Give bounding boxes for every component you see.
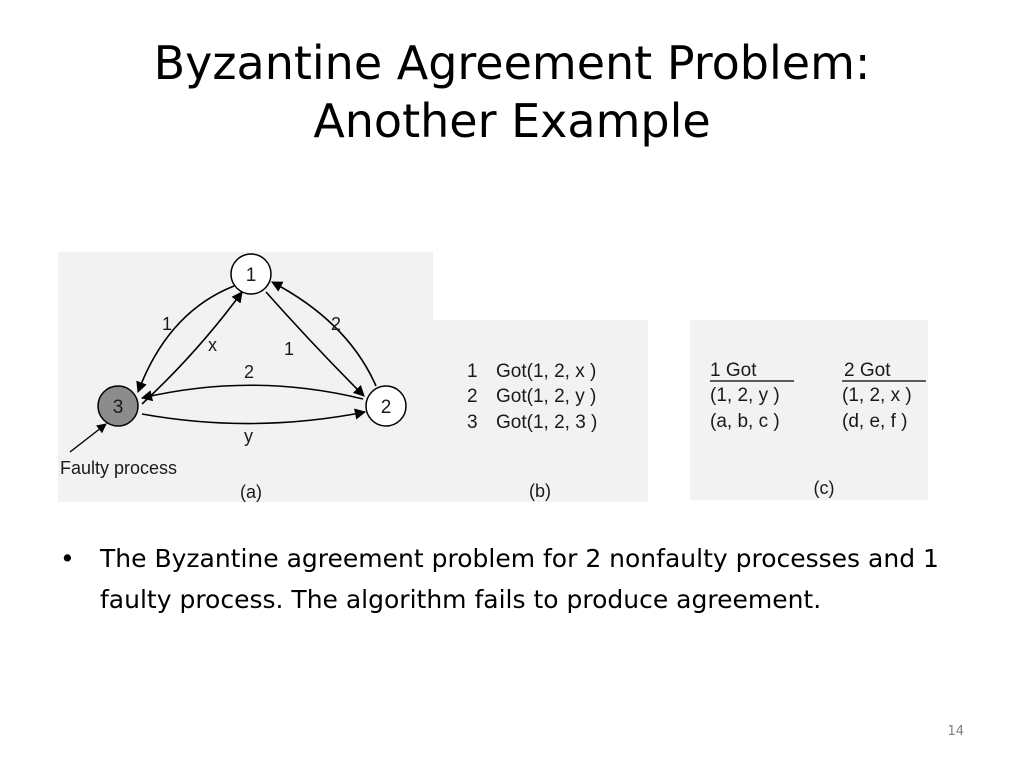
row-2-id: 2 bbox=[467, 386, 478, 407]
title-line-2: Another Example bbox=[313, 94, 711, 148]
caption-c: (c) bbox=[814, 478, 835, 498]
collected-vectors-table: 1 Got (1, 2, y ) (a, b, c ) 2 Got (1, 2,… bbox=[710, 360, 926, 498]
edge-label-3-to-1: x bbox=[208, 335, 217, 355]
column-2-header: 2 Got bbox=[844, 360, 891, 381]
row-3-id: 3 bbox=[467, 412, 478, 433]
node-3-circle bbox=[97, 385, 139, 427]
caption-a: (a) bbox=[240, 482, 262, 502]
edge-label-2-to-3: 2 bbox=[244, 362, 254, 382]
row-3-text: Got(1, 2, 3 ) bbox=[496, 412, 597, 433]
row-1-text: Got(1, 2, x ) bbox=[496, 361, 596, 382]
faulty-process-label: Faulty process bbox=[60, 458, 177, 478]
process-graph: 1 2 3 1 x 2 1 2 y Faulty process (a) bbox=[60, 253, 407, 502]
title-line-1: Byzantine Agreement Problem: bbox=[153, 36, 871, 90]
diagram-panel-c: 1 Got (1, 2, y ) (a, b, c ) 2 Got (1, 2,… bbox=[690, 320, 928, 500]
slide-title: Byzantine Agreement Problem: Another Exa… bbox=[0, 34, 1024, 150]
node-3-label: 3 bbox=[113, 397, 124, 418]
page-number: 14 bbox=[947, 724, 964, 739]
column-1-row-1: (1, 2, y ) bbox=[710, 385, 780, 406]
node-2-circle bbox=[365, 385, 407, 427]
edge-2-to-3 bbox=[140, 384, 364, 402]
edge-label-1-to-2: 1 bbox=[284, 339, 294, 359]
edge-3-to-2 bbox=[141, 408, 367, 425]
column-2-row-1: (1, 2, x ) bbox=[842, 385, 912, 406]
column-1-header: 1 Got bbox=[710, 360, 757, 381]
column-2-row-2: (d, e, f ) bbox=[842, 411, 907, 432]
edge-label-3-to-2: y bbox=[244, 426, 253, 446]
edge-3-to-1 bbox=[141, 291, 243, 405]
edge-1-to-2 bbox=[265, 291, 365, 397]
edge-2-to-1 bbox=[271, 281, 377, 387]
column-1-row-2: (a, b, c ) bbox=[710, 411, 780, 432]
row-1-id: 1 bbox=[467, 361, 478, 382]
diagram-panel-a: 1 2 3 1 x 2 1 2 y Faulty process (a) bbox=[58, 252, 433, 502]
faulty-pointer-arrow bbox=[69, 423, 107, 453]
node-1-circle bbox=[230, 253, 272, 295]
node-2-label: 2 bbox=[381, 397, 392, 418]
node-1-label: 1 bbox=[246, 265, 257, 286]
bullet-dot-icon: • bbox=[60, 544, 75, 573]
caption-b: (b) bbox=[529, 481, 551, 501]
edge-1-to-3 bbox=[136, 285, 235, 394]
edge-label-2-to-1: 2 bbox=[331, 314, 341, 334]
row-2-text: Got(1, 2, y ) bbox=[496, 386, 596, 407]
bullet-item: The Byzantine agreement problem for 2 no… bbox=[100, 544, 939, 614]
received-vectors-table: 1 Got(1, 2, x ) 2 Got(1, 2, y ) 3 Got(1,… bbox=[467, 361, 597, 501]
edge-label-1-to-3: 1 bbox=[162, 314, 172, 334]
diagram-panel-b: 1 Got(1, 2, x ) 2 Got(1, 2, y ) 3 Got(1,… bbox=[433, 320, 648, 502]
